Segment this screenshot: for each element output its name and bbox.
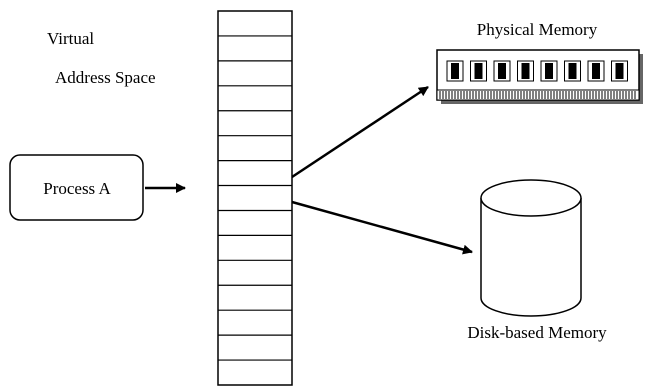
memory-cell xyxy=(615,63,624,79)
table-to-physical-arrow xyxy=(291,85,429,179)
memory-cell xyxy=(474,63,483,79)
disk-memory-label: Disk-based Memory xyxy=(467,323,607,342)
memory-cell xyxy=(592,63,600,79)
memory-cell xyxy=(498,63,506,79)
disk-body xyxy=(480,198,582,317)
virtual-address-space-table xyxy=(217,10,293,386)
memory-chip-icon xyxy=(436,49,643,104)
physical-memory-label: Physical Memory xyxy=(477,20,598,39)
address-space-label: Address Space xyxy=(55,68,156,87)
memory-cell xyxy=(521,63,530,79)
process-a-label: Process A xyxy=(43,179,111,198)
memory-chip-pins xyxy=(436,89,640,101)
memory-cell xyxy=(545,63,553,79)
page-table-border xyxy=(217,10,293,386)
disk-cylinder-icon xyxy=(480,179,582,317)
memory-cell xyxy=(568,63,577,79)
virtual-label: Virtual xyxy=(47,29,94,48)
table-to-disk-arrow xyxy=(291,200,473,255)
process-a-box: Process A xyxy=(9,154,144,221)
memory-cell xyxy=(451,63,459,79)
disk-top xyxy=(480,179,582,217)
process-a-rect xyxy=(9,154,144,221)
